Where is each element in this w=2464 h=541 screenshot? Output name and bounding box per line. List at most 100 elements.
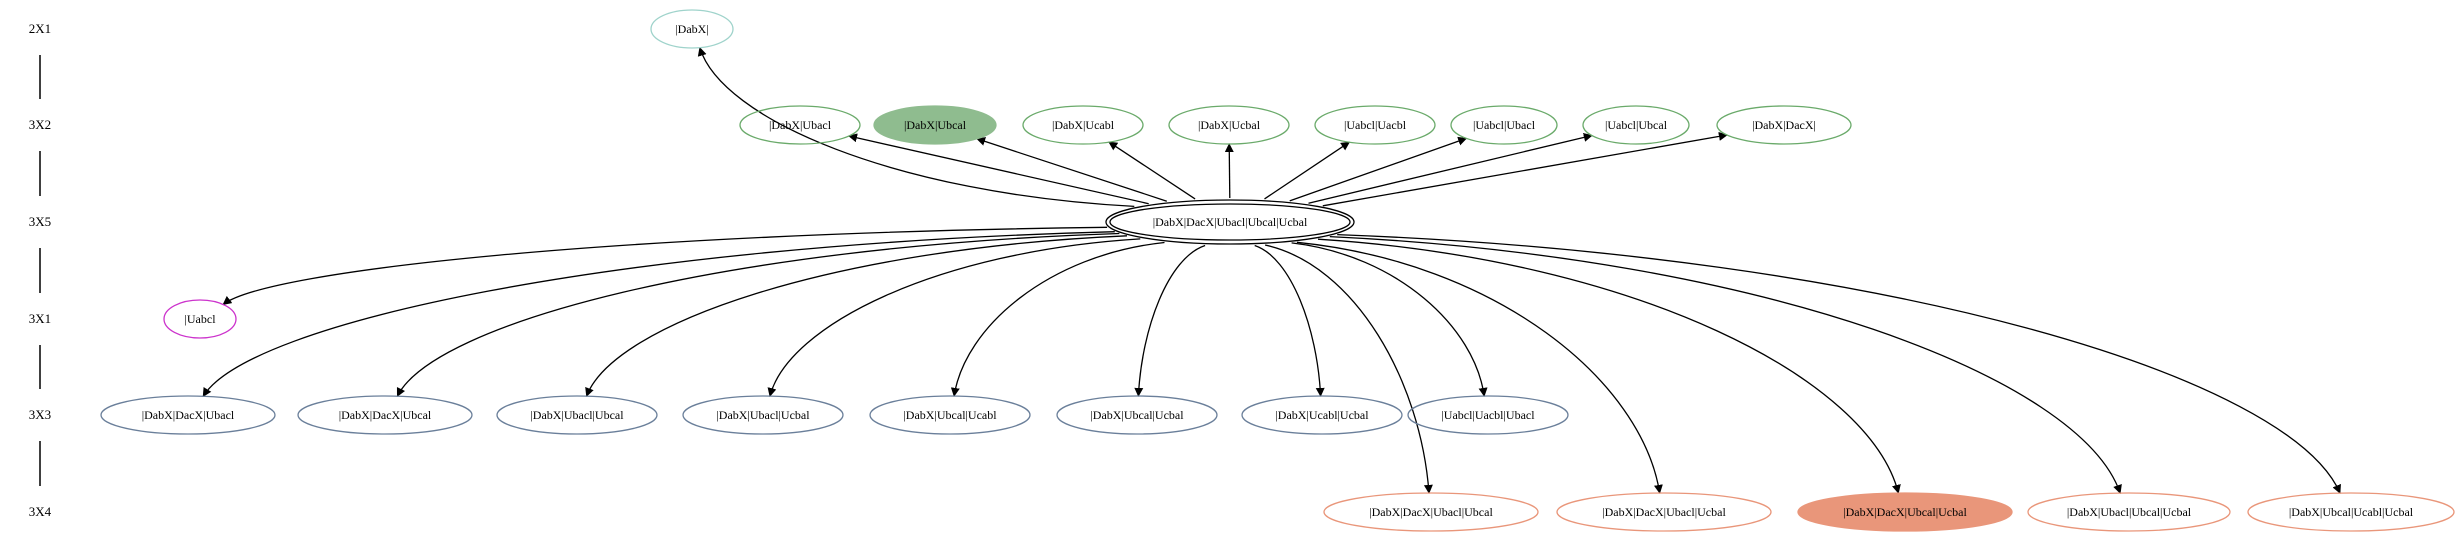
node-n-abcl-bacl[interactable]: |Uabcl|Ubacl xyxy=(1450,105,1558,145)
node-n-center[interactable]: |DabX|DacX|Ubacl|Ubcal|Ucbal xyxy=(1105,199,1355,245)
node-shape xyxy=(2247,492,2455,532)
edge-n_center-to-n_dabx_bacl_cbal xyxy=(767,238,1141,397)
node-n-dabx-cabl[interactable]: |DabX|Ucabl xyxy=(1022,105,1144,145)
node-shape xyxy=(100,395,276,435)
node-shape xyxy=(1105,199,1355,245)
node-shape xyxy=(1450,105,1558,145)
node-n-abcl-bcal[interactable]: |Uabcl|Ubcal xyxy=(1582,105,1690,145)
node-label: |DabX|Ubacl|Ubcal|Ucbal xyxy=(2067,505,2192,519)
node-shape xyxy=(873,105,997,145)
rank-axis: 2X1 3X2 3X5 3X1 3X3 3X4 xyxy=(29,21,52,519)
edge-n_center-to-n_4_e xyxy=(1337,233,2341,494)
node-label: |DabX|DacX|Ubcal|Ucbal xyxy=(1843,505,1967,519)
edge-n_center-to-n_dabx_dacx_bcal xyxy=(396,232,1120,398)
node-n-abcl[interactable]: |Uabcl xyxy=(163,299,237,339)
edge-n_center-to-n_dabx_cbal xyxy=(1224,143,1234,199)
node-shape xyxy=(297,395,473,435)
node-label: |DabX|DacX|Ubacl|Ubcal|Ucbal xyxy=(1153,215,1308,229)
edge-layer xyxy=(202,46,2341,494)
edge-n_center-to-n_abcl_bacl xyxy=(1289,136,1468,202)
edge-n_center-to-n_dabx_dacx xyxy=(1322,131,1728,207)
node-shape xyxy=(682,395,844,435)
node-n-dabx-dacx-bacl[interactable]: |DabX|DacX|Ubacl xyxy=(100,395,276,435)
node-label: |Uabcl|Ubcal xyxy=(1605,118,1668,132)
edge-n_center-to-n_dabx_bcal xyxy=(976,137,1168,202)
node-n-dabx-cabl-cbal[interactable]: |DabX|Ucabl|Ucbal xyxy=(1241,395,1403,435)
edge-n_center-to-n_4_d xyxy=(1329,235,2122,494)
node-n-dabx-bacl-bcal[interactable]: |DabX|Ubacl|Ubcal xyxy=(496,395,658,435)
node-label: |DabX|Ubacl|Ubcal xyxy=(530,408,624,422)
node-label: |DabX|DacX|Ubacl|Ucbal xyxy=(1602,505,1726,519)
node-n-4-e[interactable]: |DabX|Ubcal|Ucabl|Ucbal xyxy=(2247,492,2455,532)
edge-n_center-to-n_dabx_bacl xyxy=(848,133,1149,205)
edge-n_center-to-n_4_c xyxy=(1317,238,1901,494)
node-layer: |DabX||DabX|Ubacl|DabX|Ubcal|DabX|Ucabl|… xyxy=(100,9,2455,532)
node-label: |DabX|DacX|Ubacl|Ubcal xyxy=(1369,505,1493,519)
node-shape xyxy=(1168,105,1290,145)
node-shape xyxy=(1022,105,1144,145)
node-label: |DabX|DacX|Ubcal xyxy=(339,408,432,422)
node-label: |Uabcl|Uacbl xyxy=(1344,118,1407,132)
node-label: |DabX|Ubcal|Ucabl|Ucbal xyxy=(2289,505,2414,519)
edge-n_center-to-n_abcl_acbl_bacl xyxy=(1291,242,1488,397)
node-label: |DabX|Ucabl|Ucbal xyxy=(1275,408,1369,422)
node-n-4-d[interactable]: |DabX|Ubacl|Ubcal|Ucbal xyxy=(2027,492,2231,532)
node-n-abcl-acbl-bacl[interactable]: |Uabcl|Uacbl|Ubacl xyxy=(1407,395,1569,435)
node-shape xyxy=(2027,492,2231,532)
node-label: |DabX|DacX|Ubacl xyxy=(142,408,235,422)
node-n-4-c[interactable]: |DabX|DacX|Ubcal|Ucbal xyxy=(1797,492,2013,532)
edge-n_center-to-n_dabx_dacx_bacl xyxy=(202,231,1115,398)
node-shape-inner xyxy=(1109,203,1351,241)
node-label: |DabX| xyxy=(675,22,708,36)
node-shape xyxy=(1582,105,1690,145)
node-n-dabx-bcal-cbal[interactable]: |DabX|Ubcal|Ucbal xyxy=(1056,395,1218,435)
edge-n_center-to-n_abcl_bcal xyxy=(1308,133,1593,204)
node-label: |Uabcl|Uacbl|Ubacl xyxy=(1441,408,1535,422)
node-n-dabx[interactable]: |DabX| xyxy=(650,9,734,49)
node-n-abcl-acbl[interactable]: |Uabcl|Uacbl xyxy=(1314,105,1436,145)
node-shape xyxy=(739,105,861,145)
node-label: |DabX|Ubcal|Ucabl xyxy=(903,408,997,422)
node-shape xyxy=(163,299,237,339)
node-n-dabx-bcal[interactable]: |DabX|Ubcal xyxy=(873,105,997,145)
rank-label-3x2: 3X2 xyxy=(29,117,51,132)
node-label: |Uabcl xyxy=(184,312,216,326)
node-n-dabx-bacl-cbal[interactable]: |DabX|Ubacl|Ucbal xyxy=(682,395,844,435)
node-n-dabx-bacl[interactable]: |DabX|Ubacl xyxy=(739,105,861,145)
edge-n_center-to-n_abcl xyxy=(222,226,1108,306)
node-shape xyxy=(1556,492,1772,532)
rank-label-3x1: 3X1 xyxy=(29,311,51,326)
node-n-dabx-dacx-bcal[interactable]: |DabX|DacX|Ubcal xyxy=(297,395,473,435)
node-label: |DabX|DacX| xyxy=(1752,118,1816,132)
node-shape xyxy=(1716,105,1852,145)
node-shape xyxy=(1314,105,1436,145)
rank-label-3x5: 3X5 xyxy=(29,214,51,229)
node-n-dabx-dacx[interactable]: |DabX|DacX| xyxy=(1716,105,1852,145)
node-label: |DabX|Ucbal xyxy=(1198,118,1261,132)
node-shape xyxy=(1241,395,1403,435)
edge-n_center-to-n_4_a xyxy=(1264,244,1433,494)
edge-n_center-to-n_abcl_acbl xyxy=(1264,141,1351,200)
node-n-dabx-cbal[interactable]: |DabX|Ucbal xyxy=(1168,105,1290,145)
node-label: |DabX|Ubacl|Ucbal xyxy=(716,408,810,422)
node-shape xyxy=(1407,395,1569,435)
node-shape xyxy=(1056,395,1218,435)
edge-n_center-to-n_dabx_bacl_bcal xyxy=(585,235,1128,397)
rank-label-3x3: 3X3 xyxy=(29,407,51,422)
edge-n_center-to-n_dabx_bcal_cbal xyxy=(1134,244,1206,397)
edge-n_center-to-n_dabx xyxy=(697,46,1135,208)
node-label: |DabX|Ubacl xyxy=(769,118,832,132)
rank-label-2x1: 2X1 xyxy=(29,21,51,36)
edge-n_center-to-n_4_b xyxy=(1296,241,1663,494)
node-n-dabx-bcal-cabl[interactable]: |DabX|Ubcal|Ucabl xyxy=(869,395,1031,435)
node-n-4-b[interactable]: |DabX|DacX|Ubacl|Ucbal xyxy=(1556,492,1772,532)
node-shape xyxy=(1797,492,2013,532)
node-label: |DabX|Ubcal|Ucbal xyxy=(1090,408,1184,422)
node-n-4-a[interactable]: |DabX|DacX|Ubacl|Ubcal xyxy=(1323,492,1539,532)
node-label: |DabX|Ubcal xyxy=(904,118,967,132)
rank-label-3x4: 3X4 xyxy=(29,504,52,519)
edge-n_center-to-n_dabx_cabl_cbal xyxy=(1254,244,1325,397)
edge-n_center-to-n_dabx_bcal_cabl xyxy=(950,241,1165,397)
node-shape xyxy=(869,395,1031,435)
node-label: |Uabcl|Ubacl xyxy=(1473,118,1536,132)
